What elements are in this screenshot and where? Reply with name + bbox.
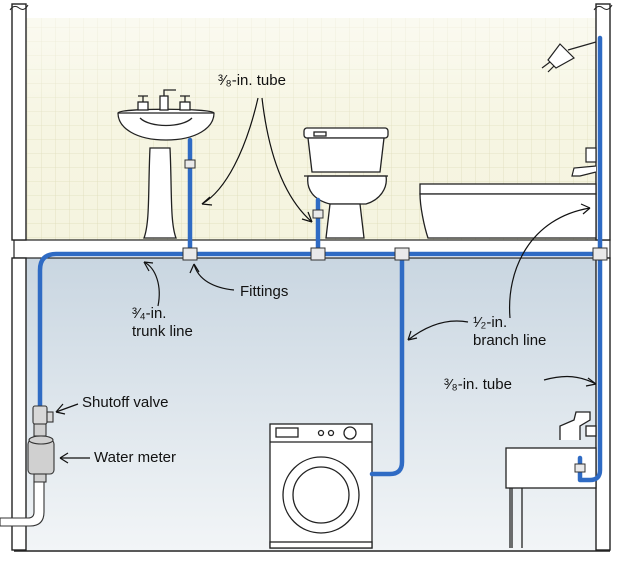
trunk-line-pipe	[37, 251, 599, 413]
utility-sink	[505, 411, 597, 548]
service-pipe	[0, 481, 45, 527]
label-tube-right: ³⁄₈-in. tube	[444, 376, 512, 393]
tub-faucet	[571, 147, 597, 177]
pex-pipes	[37, 35, 603, 523]
fittings	[182, 159, 608, 473]
label-water-meter: Water meter	[94, 449, 176, 466]
bathtub	[419, 183, 597, 239]
shower-head	[541, 41, 597, 73]
shutoff-valve	[32, 405, 54, 425]
label-branch-line: ¹⁄₂-in. branch line	[473, 314, 547, 349]
left-wall	[11, 3, 27, 551]
label-fittings: Fittings	[240, 283, 289, 300]
pedestal-sink	[117, 89, 215, 239]
water-meter	[27, 423, 55, 483]
label-trunk-line: ³⁄₄-in. trunk line	[132, 305, 193, 340]
washing-machine	[269, 423, 373, 549]
leader-arrows	[55, 97, 597, 464]
label-shutoff-valve: Shutoff valve	[82, 394, 169, 411]
toilet	[303, 127, 389, 239]
label-tube-top: ³⁄₈-in. tube	[218, 72, 286, 89]
